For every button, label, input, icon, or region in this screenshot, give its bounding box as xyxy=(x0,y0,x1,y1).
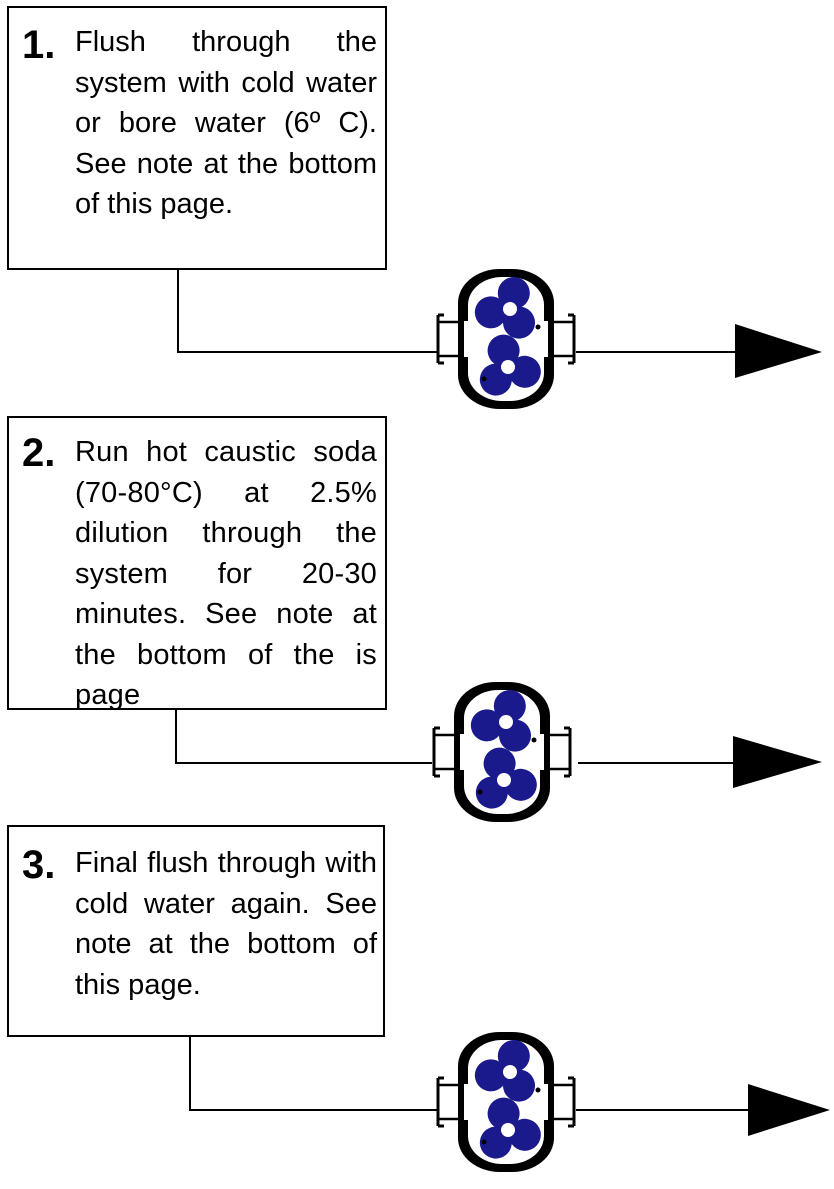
connector-line-1 xyxy=(177,270,437,353)
step-box-3: 3. Final flush through with cold water a… xyxy=(7,825,385,1037)
arrow-right-icon xyxy=(733,736,822,788)
connector-line-3 xyxy=(189,1037,437,1111)
lobe-pump-icon xyxy=(434,680,570,822)
connector-line-2 xyxy=(175,710,432,764)
step-number: 3. xyxy=(22,843,56,887)
step-text: Final flush through with cold water agai… xyxy=(75,847,377,1001)
step-number: 1. xyxy=(22,23,56,67)
lobe-pump-icon xyxy=(438,1030,574,1172)
step-box-2: 2. Run hot caustic soda (70-80°C) at 2.5… xyxy=(7,416,387,711)
step-box-1: 1. Flush through the system with cold wa… xyxy=(7,6,387,270)
arrow-right-icon xyxy=(735,324,822,378)
step-number: 2. xyxy=(22,431,56,475)
arrow-right-icon xyxy=(748,1084,830,1136)
lobe-pump-icon xyxy=(438,267,574,409)
step-text: Run hot caustic soda (70-80°C) at 2.5% d… xyxy=(75,436,377,711)
step-text: Flush through the system with cold water… xyxy=(75,26,377,220)
